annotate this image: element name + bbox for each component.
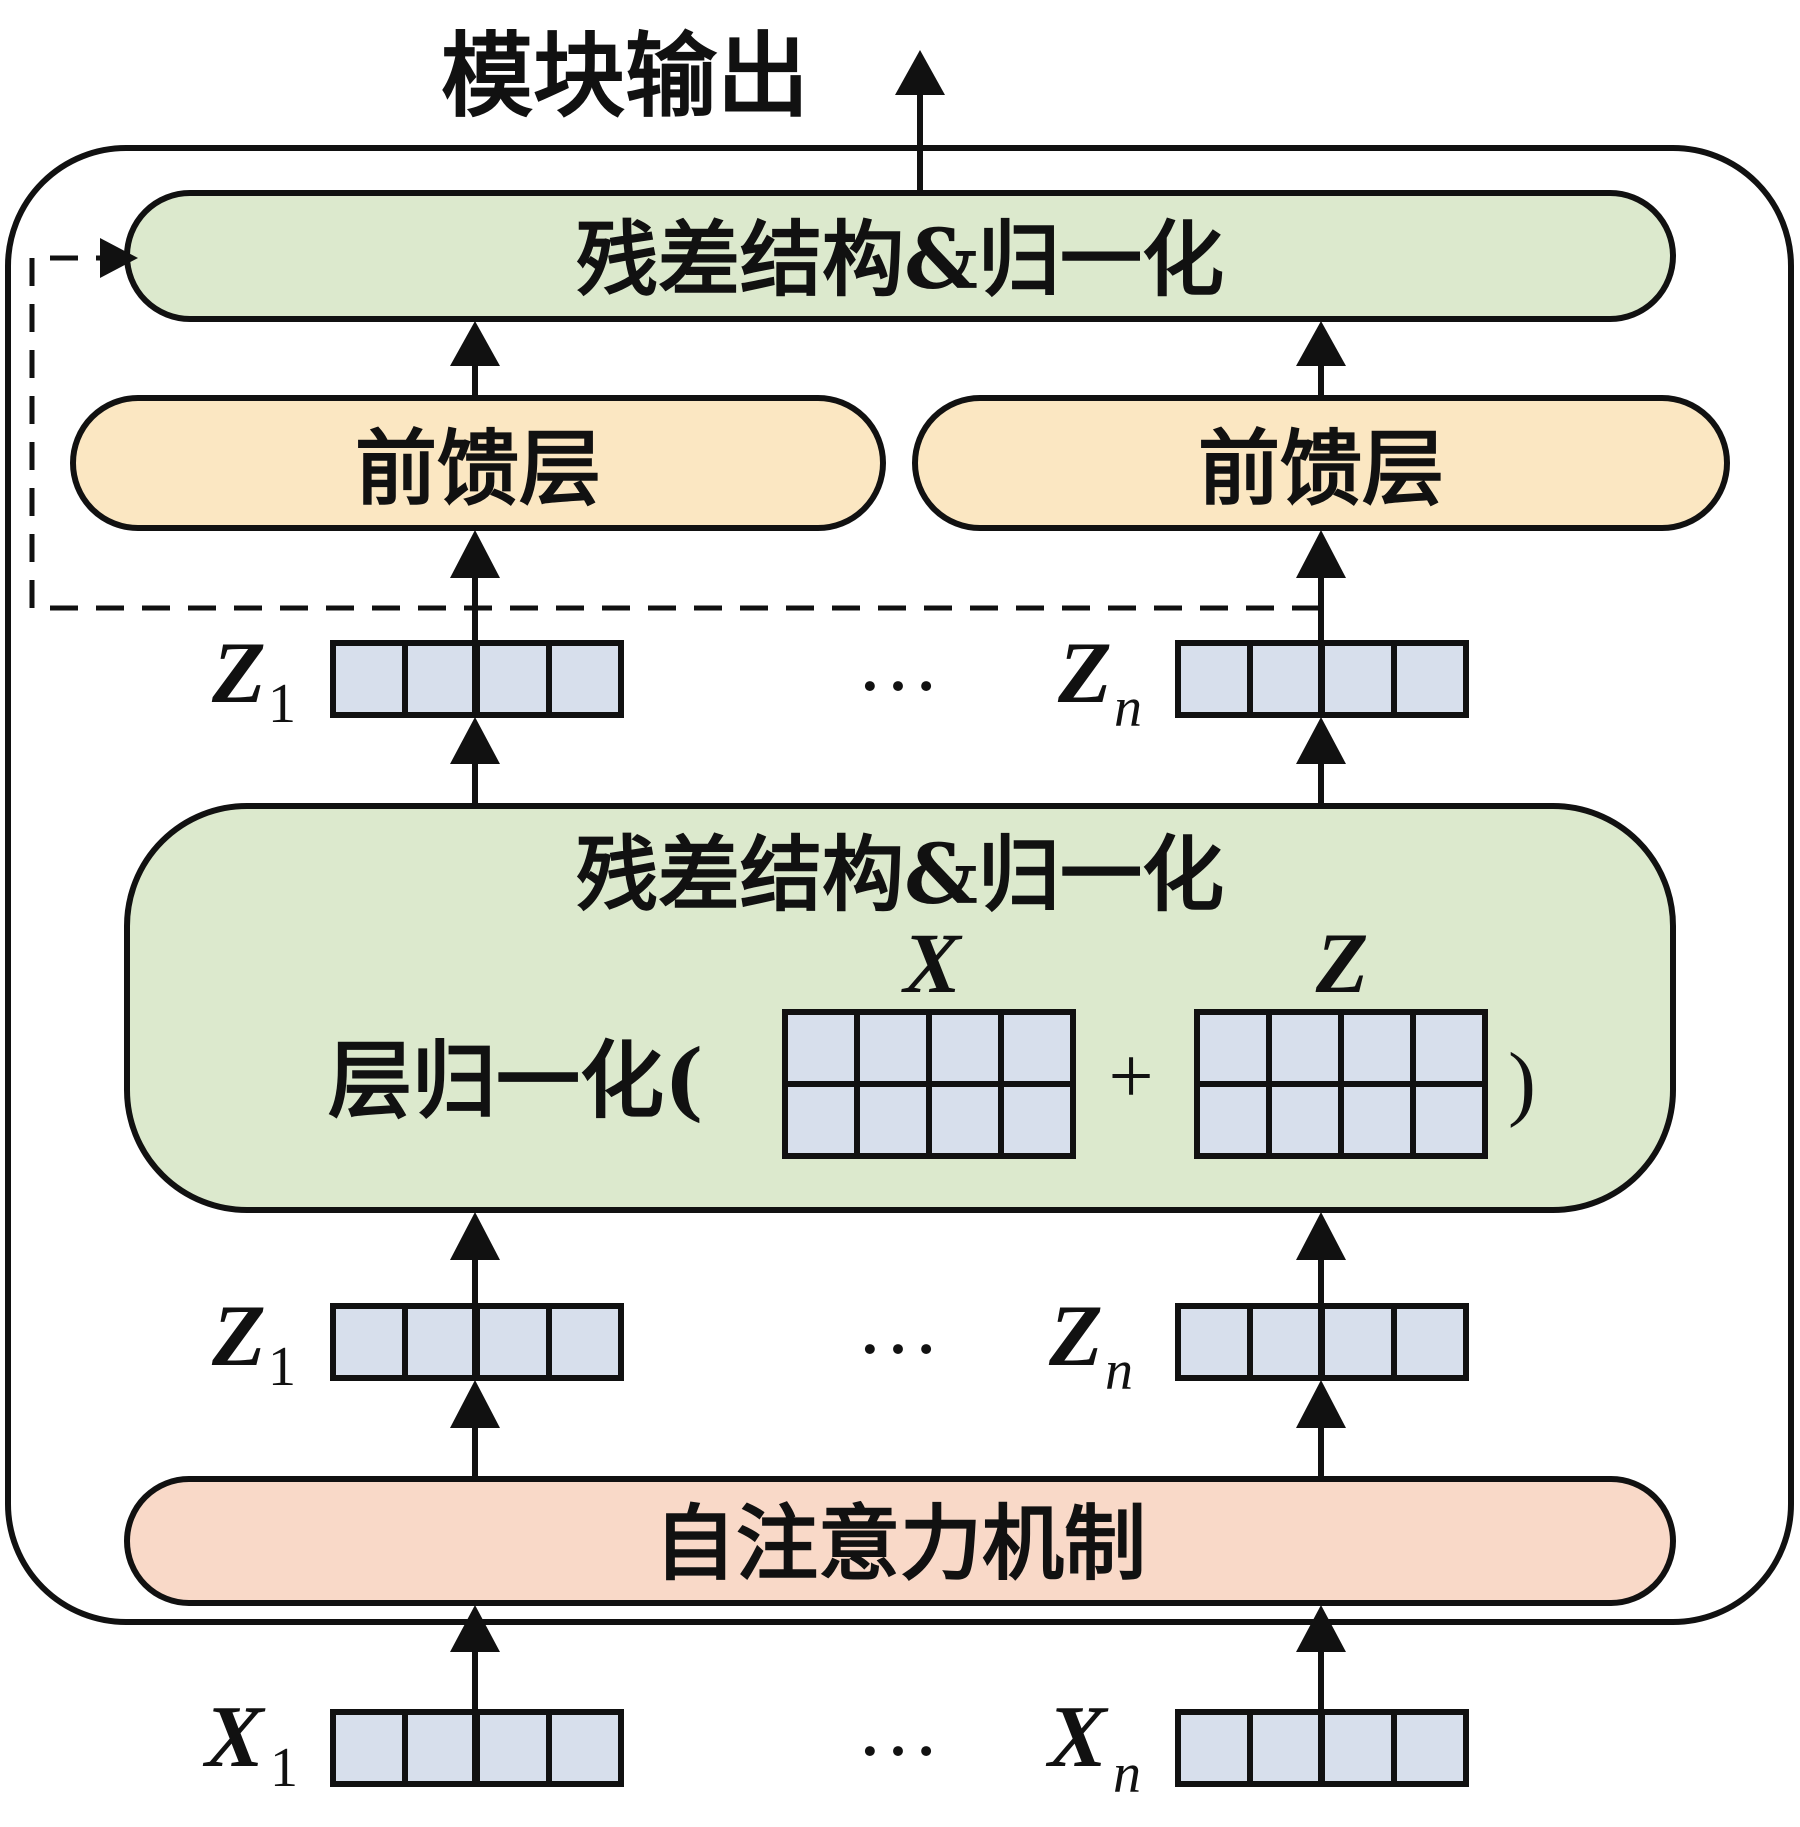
lower-zn-to-mid-arrowhead <box>1296 1212 1346 1260</box>
vector-cell <box>474 1709 552 1787</box>
input-xn-label: X n <box>1045 1689 1141 1805</box>
matrix-cell <box>1266 1009 1344 1087</box>
upper-zn-to-ffn-arrowhead <box>1296 530 1346 578</box>
matrix-cell <box>782 1009 860 1087</box>
svg-text:Z: Z <box>1057 625 1112 722</box>
vector-cell <box>330 640 408 718</box>
svg-text:1: 1 <box>268 673 296 735</box>
vector-cell <box>1391 1303 1469 1381</box>
layer-norm-plus: + <box>1108 1033 1153 1121</box>
input-x1-label: X 1 <box>202 1689 298 1799</box>
input-x1-vector <box>330 1709 624 1787</box>
matrix-cell <box>1338 1009 1416 1087</box>
input-xn-to-attn-arrowhead <box>1296 1605 1346 1652</box>
vector-cell <box>1247 1303 1325 1381</box>
input-xn-vector <box>1175 1709 1469 1787</box>
matrix-z-label: Z <box>1315 915 1369 1011</box>
matrix-cell <box>1338 1081 1416 1159</box>
vector-cell <box>474 640 552 718</box>
ffn-left-to-top-arrowhead <box>450 321 500 366</box>
attn-to-lower-left-arrowhead <box>450 1380 500 1428</box>
vector-cell <box>330 1709 408 1787</box>
vector-cell <box>1175 1709 1253 1787</box>
vector-cell <box>330 1303 408 1381</box>
top-residual-norm-label: 残差结构&归一化 <box>576 212 1224 308</box>
vector-cell <box>1247 640 1325 718</box>
vector-cell <box>1319 1709 1397 1787</box>
svg-text:Z: Z <box>1048 1288 1103 1385</box>
self-attention-box <box>124 1476 1676 1606</box>
vector-cell <box>1175 640 1253 718</box>
upper-ellipsis: … <box>856 616 940 709</box>
mid-to-upper-left-arrowhead <box>450 717 500 764</box>
layer-norm-suffix: ) <box>1508 1036 1536 1129</box>
module-container <box>5 145 1794 1625</box>
mid-residual-norm-label: 残差结构&归一化 <box>576 827 1224 923</box>
attn-to-lower-right-arrowhead <box>1296 1380 1346 1428</box>
svg-text:X: X <box>1045 1689 1109 1786</box>
svg-text:Z: Z <box>211 625 266 722</box>
residual-skip-dashed-line <box>29 255 1320 611</box>
mid-to-upper-right-arrowhead <box>1296 717 1346 764</box>
matrix-x <box>782 1009 1076 1159</box>
matrix-cell <box>1194 1009 1272 1087</box>
matrix-cell <box>998 1081 1076 1159</box>
upper-zn-label: Z n <box>1057 625 1142 739</box>
lower-zn-label: Z n <box>1048 1288 1133 1402</box>
vector-cell <box>402 640 480 718</box>
matrix-cell <box>782 1081 860 1159</box>
vector-cell <box>1175 1303 1253 1381</box>
ffn-right-box <box>912 395 1730 531</box>
vector-cell <box>402 1303 480 1381</box>
matrix-cell <box>1194 1081 1272 1159</box>
vector-cell <box>474 1303 552 1381</box>
matrix-cell <box>1266 1081 1344 1159</box>
matrix-cell <box>998 1009 1076 1087</box>
svg-text:1: 1 <box>268 1336 296 1398</box>
matrix-cell <box>854 1009 932 1087</box>
matrix-cell <box>926 1081 1004 1159</box>
svg-text:1: 1 <box>270 1737 298 1799</box>
lower-zn-vector <box>1175 1303 1469 1381</box>
output-arrowhead <box>895 50 945 95</box>
residual-skip-arrowhead <box>100 238 138 278</box>
ffn-left-box <box>70 395 886 531</box>
input-x1-to-attn-arrowhead <box>450 1605 500 1652</box>
upper-z1-label: Z 1 <box>211 625 296 735</box>
input-ellipsis: … <box>856 1681 940 1774</box>
lower-ellipsis: … <box>856 1279 940 1372</box>
vector-cell <box>1391 1709 1469 1787</box>
vector-cell <box>1247 1709 1325 1787</box>
vector-cell <box>402 1709 480 1787</box>
lower-z1-label: Z 1 <box>211 1288 296 1398</box>
vector-cell <box>1391 640 1469 718</box>
vector-cell <box>1319 1303 1397 1381</box>
vector-cell <box>1319 640 1397 718</box>
upper-z1-to-ffn-arrowhead <box>450 530 500 578</box>
svg-text:n: n <box>1114 677 1142 739</box>
module-output-title: 模块输出 <box>441 22 809 130</box>
ffn-left-label: 前馈层 <box>355 421 601 517</box>
layer-norm-prefix: 层归一化( <box>328 1031 704 1130</box>
matrix-cell <box>1410 1009 1488 1087</box>
self-attention-label: 自注意力机制 <box>654 1496 1146 1592</box>
vector-cell <box>546 1303 624 1381</box>
matrix-cell <box>926 1009 1004 1087</box>
upper-zn-vector <box>1175 640 1469 718</box>
svg-text:n: n <box>1105 1340 1133 1402</box>
matrix-cell <box>1410 1081 1488 1159</box>
vector-cell <box>546 640 624 718</box>
ffn-right-label: 前馈层 <box>1198 421 1444 517</box>
matrix-z <box>1194 1009 1488 1159</box>
lower-z1-to-mid-arrowhead <box>450 1212 500 1260</box>
vector-cell <box>546 1709 624 1787</box>
svg-text:X: X <box>202 1689 266 1786</box>
svg-text:Z: Z <box>211 1288 266 1385</box>
matrix-cell <box>854 1081 932 1159</box>
ffn-right-to-top-arrowhead <box>1296 321 1346 366</box>
svg-text:n: n <box>1113 1743 1141 1805</box>
matrix-x-label: X <box>900 915 963 1011</box>
